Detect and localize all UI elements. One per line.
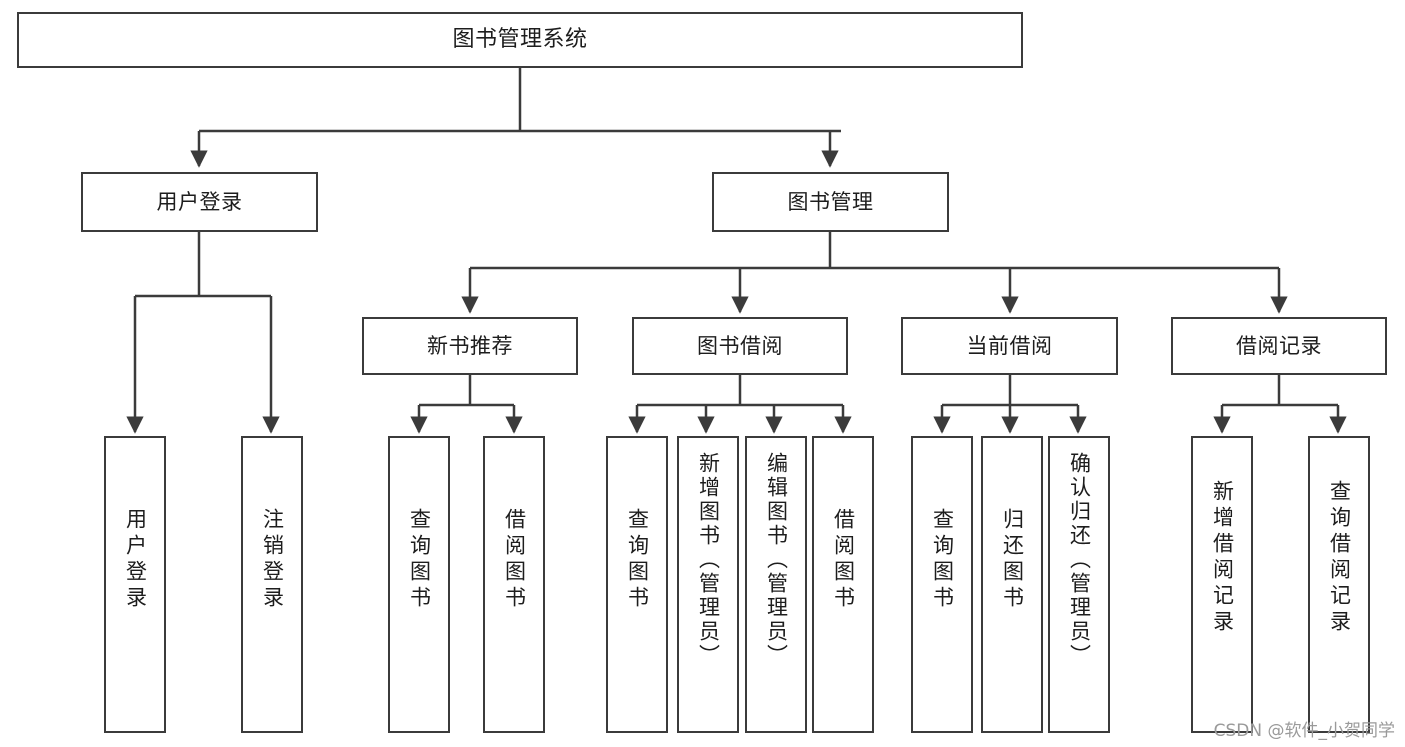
node-root-book-management-system[interactable]: 图书管理系统 <box>17 12 1023 68</box>
node-borrowing-record[interactable]: 借阅记录 <box>1171 317 1387 375</box>
node-label: 图书借阅 <box>697 333 783 358</box>
leaf-edit-book-admin[interactable]: 编辑图书（管理员） <box>745 436 807 733</box>
leaf-return-book[interactable]: 归还图书 <box>981 436 1043 733</box>
leaf-confirm-return-admin[interactable]: 确认归还（管理员） <box>1048 436 1110 733</box>
node-label: 新增借阅记录 <box>1210 480 1235 636</box>
node-book-borrowing[interactable]: 图书借阅 <box>632 317 848 375</box>
node-label: 借阅图书 <box>831 508 856 612</box>
leaf-borrow-book-borrowing[interactable]: 借阅图书 <box>812 436 874 733</box>
node-label: 用户登录 <box>156 189 243 214</box>
leaf-logout[interactable]: 注销登录 <box>241 436 303 733</box>
node-label: 当前借阅 <box>966 333 1053 358</box>
node-new-book-recommendation[interactable]: 新书推荐 <box>362 317 578 375</box>
node-label: 借阅图书 <box>502 508 527 612</box>
node-label: 查询图书 <box>930 508 955 612</box>
node-label: 图书管理系统 <box>452 27 588 53</box>
leaf-user-login[interactable]: 用户登录 <box>104 436 166 733</box>
csdn-watermark: CSDN @软件_小贺同学 <box>1213 721 1395 741</box>
leaf-query-book-borrowing[interactable]: 查询图书 <box>606 436 668 733</box>
node-label: 编辑图书（管理员） <box>764 452 789 668</box>
leaf-borrow-book-recommendation[interactable]: 借阅图书 <box>483 436 545 733</box>
leaf-add-borrow-record[interactable]: 新增借阅记录 <box>1191 436 1253 733</box>
node-label: 查询图书 <box>407 508 432 612</box>
leaf-query-borrow-record[interactable]: 查询借阅记录 <box>1308 436 1370 733</box>
node-label: 查询借阅记录 <box>1327 480 1352 636</box>
node-label: 查询图书 <box>625 508 650 612</box>
leaf-query-book-recommendation[interactable]: 查询图书 <box>388 436 450 733</box>
node-current-borrowing[interactable]: 当前借阅 <box>901 317 1118 375</box>
node-label: 确认归还（管理员） <box>1067 452 1092 668</box>
leaf-query-book-current[interactable]: 查询图书 <box>911 436 973 733</box>
node-label: 图书管理 <box>787 189 874 214</box>
node-label: 用户登录 <box>123 508 148 612</box>
node-label: 归还图书 <box>1000 508 1025 612</box>
node-book-management[interactable]: 图书管理 <box>712 172 949 232</box>
node-label: 注销登录 <box>260 508 285 612</box>
node-label: 新书推荐 <box>427 333 513 358</box>
node-label: 新增图书（管理员） <box>696 452 721 668</box>
node-user-login[interactable]: 用户登录 <box>81 172 318 232</box>
node-label: 借阅记录 <box>1236 333 1322 358</box>
leaf-add-book-admin[interactable]: 新增图书（管理员） <box>677 436 739 733</box>
